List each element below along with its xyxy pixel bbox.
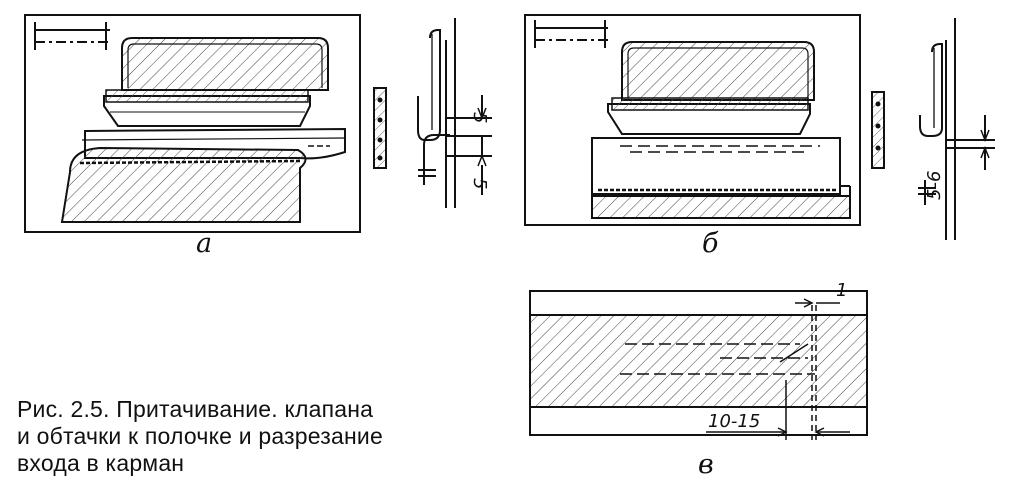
- panel-label-b: б: [702, 228, 719, 259]
- panel-a: 5 5 а: [24, 14, 492, 259]
- grain-arrow-a: [34, 22, 110, 50]
- flap-b: [607, 41, 815, 135]
- panel-label-c: в: [698, 449, 714, 480]
- panel-c: 1 10-15 в: [529, 280, 868, 480]
- dimension-c-top: 1: [836, 280, 847, 301]
- dimension-c-bottom: 10-15: [708, 411, 760, 432]
- dimension-a-lower: 5: [469, 178, 490, 189]
- caption-line-3: входа в карман: [17, 450, 185, 476]
- profile-b: [871, 18, 995, 240]
- flap-a: [103, 37, 329, 127]
- cut-lines-c: [620, 298, 850, 440]
- panel-label-a: а: [196, 228, 212, 259]
- facing-a: [60, 127, 346, 223]
- profile-a: [373, 18, 492, 208]
- facing-b: [591, 137, 851, 219]
- figure-caption: Рис. 2.5. Притачивание. клапана и обтачк…: [17, 396, 457, 477]
- caption-line-2: и обтачки к полочке и разрезание: [17, 423, 383, 449]
- dimension-a-upper: 5: [469, 112, 490, 123]
- caption-line-1: Рис. 2.5. Притачивание. клапана: [17, 396, 374, 422]
- dimension-b-side: 5-6: [924, 171, 945, 200]
- grain-arrow-b: [534, 20, 608, 48]
- panel-b: 5-6 б: [524, 14, 995, 259]
